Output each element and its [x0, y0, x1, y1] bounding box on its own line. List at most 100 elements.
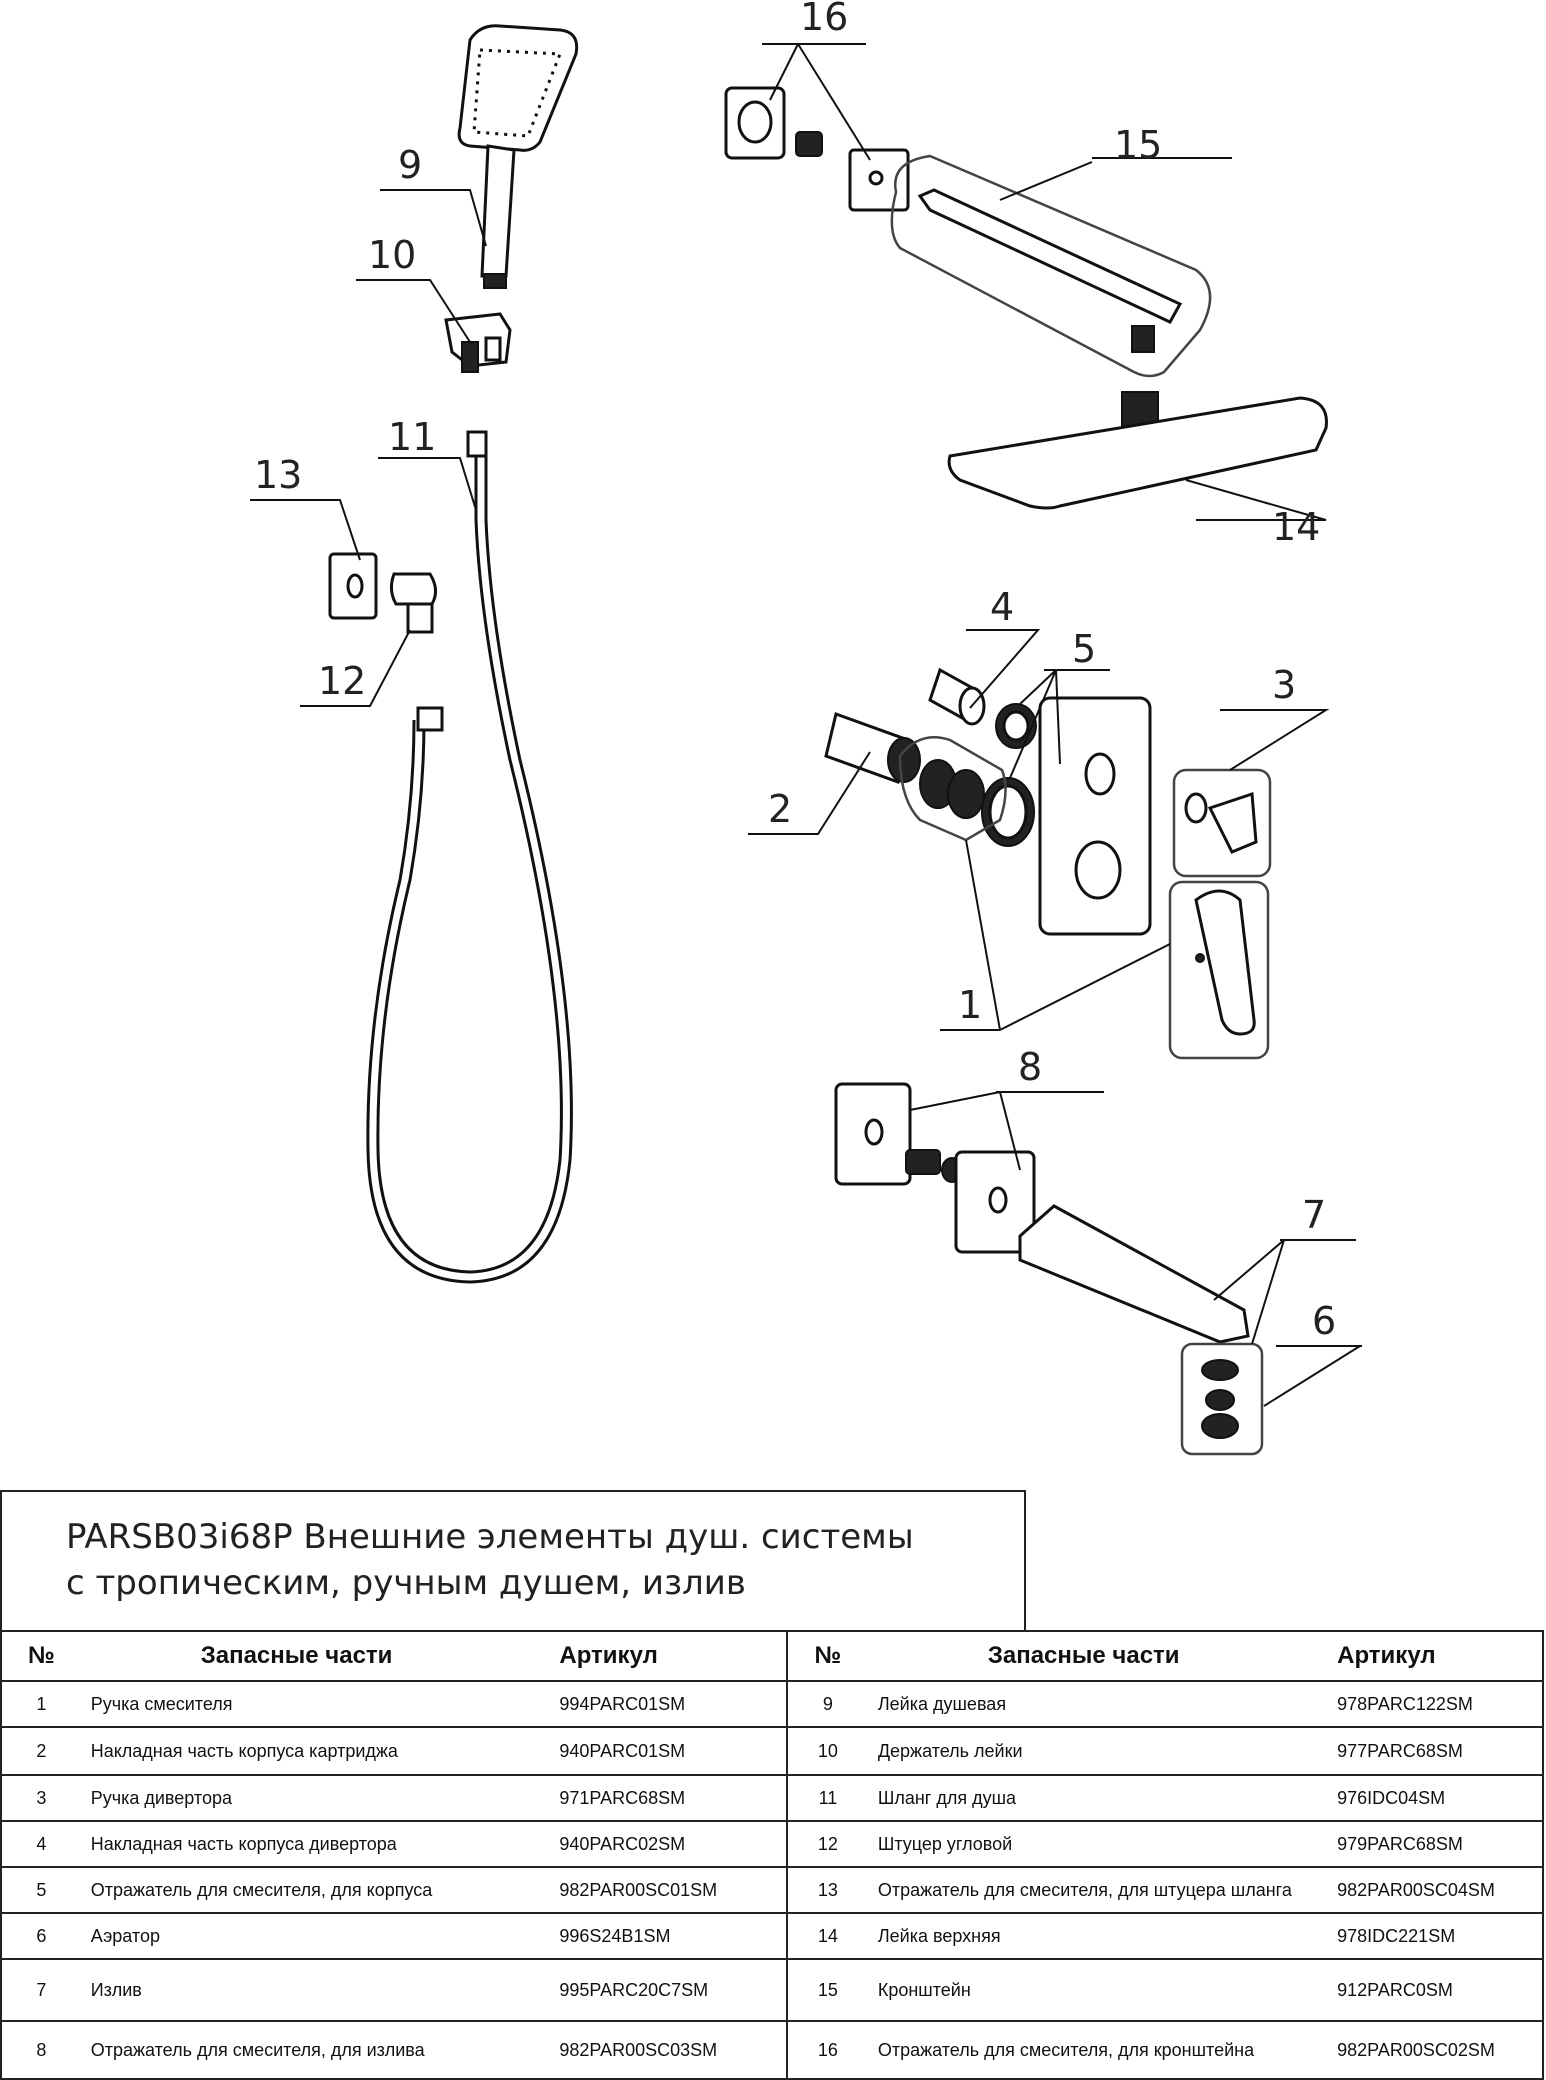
cell-num: 11	[788, 1774, 868, 1822]
callout-1: 1	[958, 983, 982, 1027]
callout-8: 8	[1018, 1045, 1042, 1089]
cell-part-name: Кронштейн	[867, 1958, 1328, 2022]
part-mixer-handle	[1168, 880, 1270, 1060]
cell-part-name: Излив	[80, 1958, 550, 2022]
callout-14: 14	[1272, 505, 1320, 549]
cell-num: 4	[1, 1820, 81, 1868]
cell-part-name: Аэратор	[80, 1912, 550, 1960]
cell-num: 6	[1, 1912, 81, 1960]
cell-part-name: Ручка смесителя	[80, 1680, 550, 1728]
part-diverter-cover	[928, 667, 986, 726]
cell-sku: 912PARC0SM	[1327, 1958, 1543, 2022]
cell-num: 15	[788, 1958, 868, 2022]
cell-num: 1	[1, 1680, 81, 1728]
cell-part-name: Держатель лейки	[867, 1726, 1328, 1776]
cell-part-name: Лейка верхняя	[867, 1912, 1328, 1960]
cell-sku: 995PARC20C7SM	[549, 1958, 787, 2022]
cell-num: 12	[788, 1820, 868, 1868]
part-hand-shower	[457, 24, 579, 289]
callout-4: 4	[990, 585, 1014, 629]
cell-num: 13	[788, 1866, 868, 1914]
part-shower-arm	[890, 154, 1212, 378]
callout-9: 9	[398, 143, 422, 187]
cell-num: 2	[1, 1726, 81, 1776]
title-box: PARSB03i68P Внешние элементы душ. систем…	[0, 1490, 1026, 1630]
callout-13: 13	[254, 453, 302, 497]
col-num-header: №	[1, 1630, 81, 1682]
part-cartridge-cover	[824, 712, 1007, 842]
col-num-header: №	[788, 1630, 868, 1682]
cell-sku: 978PARC122SM	[1327, 1680, 1543, 1728]
callout-15: 15	[1114, 123, 1162, 167]
cell-num: 10	[788, 1726, 868, 1776]
cell-part-name: Штуцер угловой	[867, 1820, 1328, 1868]
cell-part-name: Ручка дивертора	[80, 1774, 550, 1822]
part-angle-connector	[389, 572, 437, 634]
cell-sku: 994PARC01SM	[549, 1680, 787, 1728]
cell-sku: 982PAR00SC02SM	[1327, 2020, 1543, 2080]
cell-sku: 940PARC02SM	[549, 1820, 787, 1868]
col-sku-header: Артикул	[549, 1630, 787, 1682]
cell-num: 16	[788, 2020, 868, 2080]
leader-lines	[250, 43, 1362, 1407]
cell-sku: 971PARC68SM	[549, 1774, 787, 1822]
part-rain-shower	[947, 391, 1328, 510]
cell-part-name: Отражатель для смесителя, для кронштейна	[867, 2020, 1328, 2080]
table-header-row: № Запасные части Артикул	[1, 1630, 787, 1682]
cell-sku: 940PARC01SM	[549, 1726, 787, 1776]
callout-3: 3	[1272, 663, 1296, 707]
col-name-header: Запасные части	[867, 1630, 1328, 1682]
callout-2: 2	[768, 787, 792, 831]
callout-16: 16	[800, 0, 848, 39]
table-header-row: № Запасные части Артикул	[788, 1630, 1543, 1682]
part-shower-holder	[444, 312, 512, 373]
title-line-2: с тропическим, ручным душем, излив	[66, 1563, 746, 1603]
cell-part-name: Отражатель для смесителя, для излива	[80, 2020, 550, 2080]
part-diverter-handle	[1172, 768, 1272, 878]
cell-sku: 996S24B1SM	[549, 1912, 787, 1960]
part-aerator	[1180, 1342, 1264, 1456]
part-spout	[1018, 1204, 1250, 1344]
cell-num: 9	[788, 1680, 868, 1728]
col-sku-header: Артикул	[1327, 1630, 1543, 1682]
cell-sku: 977PARC68SM	[1327, 1726, 1543, 1776]
page-title: PARSB03i68P Внешние элементы душ. систем…	[66, 1514, 914, 1606]
cell-num: 5	[1, 1866, 81, 1914]
callout-12: 12	[318, 659, 366, 703]
part-bracket-reflector	[724, 86, 910, 212]
exploded-parts-diagram: 9 10 11 13 12 16 15 14 4 5 3 2 1 8 7 6	[250, 0, 1362, 1456]
callout-7: 7	[1302, 1193, 1326, 1237]
part-body-reflector	[981, 696, 1152, 936]
cell-sku: 982PAR00SC04SM	[1327, 1866, 1543, 1914]
cell-sku: 976IDC04SM	[1327, 1774, 1543, 1822]
cell-num: 8	[1, 2020, 81, 2080]
cell-part-name: Накладная часть корпуса дивертора	[80, 1820, 550, 1868]
cell-part-name: Отражатель для смесителя, для штуцера шл…	[867, 1866, 1328, 1914]
callout-5: 5	[1072, 627, 1096, 671]
callout-6: 6	[1312, 1299, 1336, 1343]
cell-sku: 982PAR00SC03SM	[549, 2020, 787, 2080]
cell-sku: 982PAR00SC01SM	[549, 1866, 787, 1914]
cell-part-name: Накладная часть корпуса картриджа	[80, 1726, 550, 1776]
cell-sku: 978IDC221SM	[1327, 1912, 1543, 1960]
cell-part-name: Шланг для душа	[867, 1774, 1328, 1822]
cell-part-name: Отражатель для смесителя, для корпуса	[80, 1866, 550, 1914]
cell-part-name: Лейка душевая	[867, 1680, 1328, 1728]
cell-num: 7	[1, 1958, 81, 2022]
